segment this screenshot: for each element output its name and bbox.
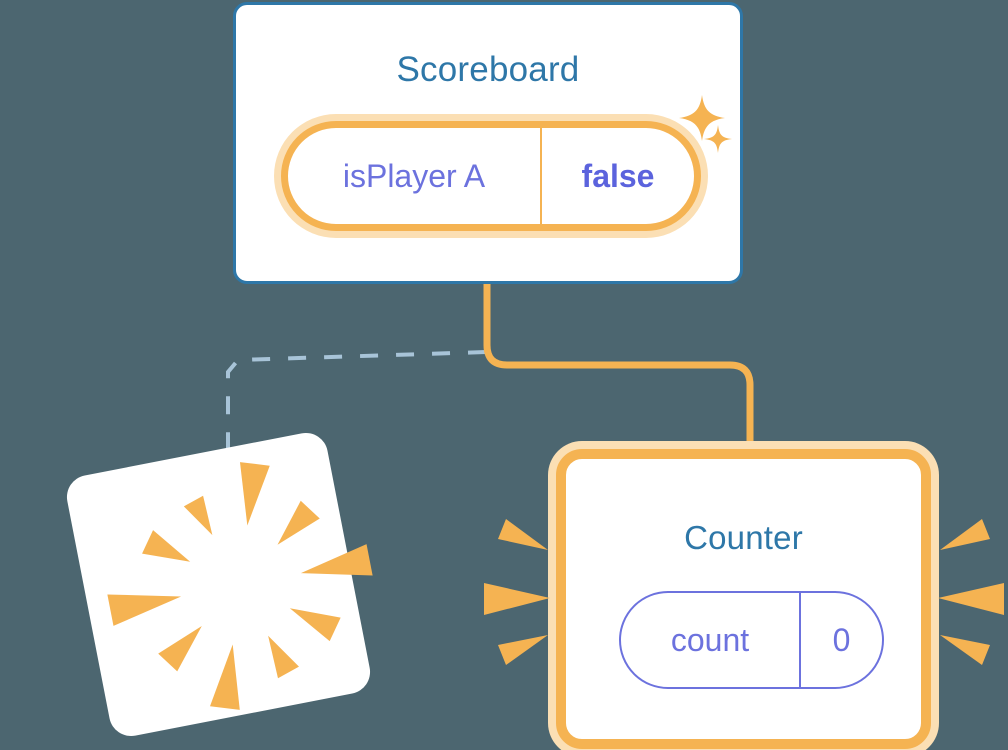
sparkle-small-icon [704,125,732,158]
sparkle-icon [679,95,725,146]
counter-title: Counter [684,519,803,556]
counter-property-key: count [621,593,801,687]
blank-card[interactable] [63,429,374,740]
connector-scoreboard-to-counter [483,283,754,462]
burst-rays-counter-right [936,505,1008,680]
counter-card[interactable]: Counter count 0 [556,449,931,749]
burst-rays-counter-left [472,505,552,680]
counter-property-value: 0 [832,621,851,658]
counter-property-pill[interactable]: count 0 [619,591,884,689]
scoreboard-property-value: false [581,157,655,194]
scoreboard-card[interactable]: Scoreboard isPlayer A false [233,2,743,284]
scoreboard-property-pill[interactable]: isPlayer A false [281,121,701,231]
scoreboard-title: Scoreboard [396,50,580,89]
scoreboard-property-key: isPlayer A [288,128,542,224]
